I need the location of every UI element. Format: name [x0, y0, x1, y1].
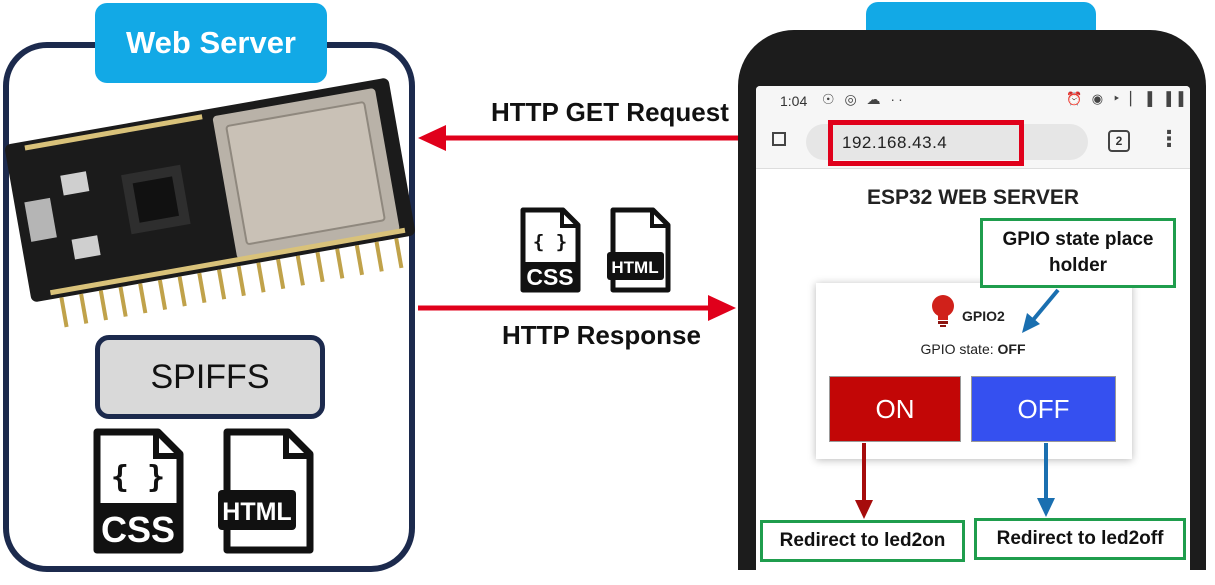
response-arrow: [418, 295, 736, 321]
html-file-label: HTML: [222, 498, 291, 526]
placeholder-callout-arrow: [1022, 288, 1060, 333]
status-time: 1:04: [780, 93, 808, 109]
on-button[interactable]: ON: [829, 376, 961, 442]
gpio-name: GPIO2: [962, 308, 1005, 324]
status-bar: 1:04 ☉ ◎ ☁ ·· ⏰ ◉ ‣ ▏▐ ▐▐: [756, 86, 1190, 116]
more-menu-icon[interactable]: ⋮: [1158, 126, 1180, 151]
led2on-arrow: [855, 443, 873, 519]
gpio-state-value: OFF: [997, 341, 1026, 357]
transfer-html-file-icon: HTML: [607, 207, 671, 293]
svg-text:{ }: { }: [111, 460, 165, 495]
url-text[interactable]: 192.168.43.4: [842, 133, 948, 152]
transfer-css-file-icon: { } CSS: [520, 207, 581, 293]
html-file-icon: HTML: [218, 428, 314, 554]
led2off-callout: Redirect to led2off: [974, 518, 1186, 560]
off-button[interactable]: OFF: [971, 376, 1116, 442]
spiffs-label: SPIFFS: [150, 357, 270, 396]
web-server-title: Web Server: [95, 3, 327, 83]
address-bar[interactable]: [806, 124, 1088, 160]
led2on-callout: Redirect to led2on: [760, 520, 965, 562]
gpio-state: GPIO state: OFF: [756, 341, 1190, 357]
http-get-request-label: HTTP GET Request: [491, 97, 729, 127]
browser-toolbar: 192.168.43.4 2 ⋮: [756, 116, 1190, 169]
status-notification-icons: ☉ ◎ ☁ ··: [822, 91, 906, 107]
css-file-label: CSS: [101, 509, 175, 550]
gpio-placeholder-callout: GPIO state place holder: [980, 218, 1176, 288]
transfer-html-label: HTML: [611, 258, 658, 277]
lightbulb-icon: [932, 295, 954, 327]
css-file-icon: { } CSS: [93, 428, 184, 554]
gpio-state-label: GPIO state:: [920, 341, 998, 357]
page-title: ESP32 WEB SERVER: [866, 186, 1080, 209]
home-icon[interactable]: [772, 132, 786, 146]
http-response-label: HTTP Response: [502, 320, 701, 350]
phone-screen: 1:04 ☉ ◎ ☁ ·· ⏰ ◉ ‣ ▏▐ ▐▐ 192.168.43.4 2…: [756, 86, 1190, 585]
led2off-arrow: [1037, 443, 1055, 517]
spiffs-storage: SPIFFS: [95, 335, 325, 419]
transfer-css-label: CSS: [526, 264, 573, 290]
tabs-button[interactable]: 2: [1108, 130, 1130, 152]
status-system-icons: ⏰ ◉ ‣ ▏▐ ▐▐: [1066, 91, 1187, 106]
svg-text:{ }: { }: [533, 231, 567, 253]
url-highlight-box: [828, 120, 1024, 166]
